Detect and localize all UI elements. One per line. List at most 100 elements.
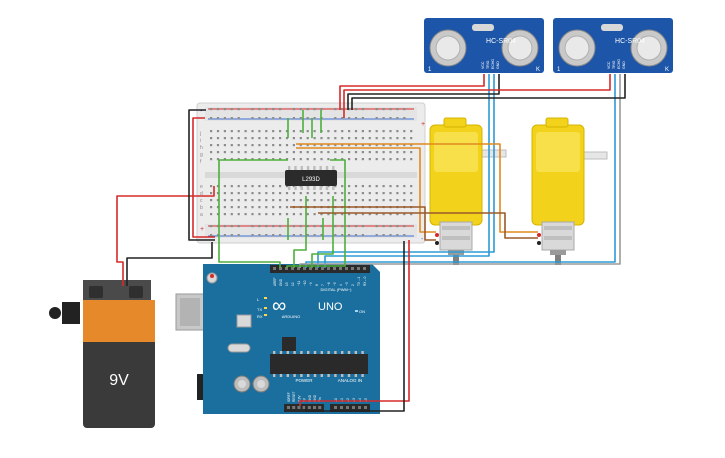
power-pin-label: GND: [308, 394, 312, 402]
wire-sensor2-gnd: [351, 74, 626, 110]
row-letters-top: j i h g f: [199, 131, 203, 165]
sensor-1-pin-trig: TRIG: [486, 60, 490, 69]
battery-9v[interactable]: 9V: [49, 280, 155, 428]
rx-led-label: RX: [257, 314, 263, 319]
digital-pin-label: ~3: [345, 282, 349, 286]
digital-pin-label: 2: [351, 284, 355, 286]
digital-pin-label: 13: [285, 282, 289, 286]
arduino-brand: ARDUINO: [282, 314, 300, 319]
row-letter-a: a: [200, 212, 203, 218]
analog-pin-label: A2: [346, 398, 350, 402]
wire-motor-left-neg: [290, 206, 436, 241]
wire-arduino-5v: [299, 240, 410, 406]
digital-pin-label: 7: [321, 284, 325, 286]
digital-header-holes: [273, 267, 366, 270]
sensor-1-corner-right: K: [536, 67, 540, 73]
sensor-2-label: HC-SR04: [615, 38, 645, 45]
power-pin-label: RESET: [292, 391, 296, 402]
digital-pin-label: AREF: [273, 277, 277, 286]
wire-sensor2-vcc: [343, 74, 611, 118]
on-led-label: ON: [359, 309, 365, 314]
digital-pin-label: 12: [291, 282, 295, 286]
sensor-1-pin-vcc: VCC: [481, 61, 485, 69]
wire-battery-positive: [116, 186, 215, 286]
row-letter-e: e: [200, 184, 203, 190]
arduino-model: UNO: [318, 301, 343, 313]
wire-battery-negative: [126, 242, 213, 286]
row-letters-bottom: e d c b a: [200, 184, 203, 218]
wire-rail-jumper-red: [192, 117, 215, 238]
digital-pin-label: ~9: [309, 282, 313, 286]
analog-pin-label: A4: [358, 398, 362, 402]
digital-pin-label: 4: [339, 284, 343, 286]
digital-pin-label: 8: [315, 284, 319, 286]
power-pin-label: GND: [313, 394, 317, 402]
wire-sensor2-trig: [305, 74, 616, 268]
wire-sensor1-vcc: [339, 74, 485, 110]
sensor-1-pin-gnd: GND: [496, 61, 500, 69]
sensor-2-corner-left: 1: [557, 67, 561, 73]
wire-motor-left-pos: [296, 147, 436, 233]
sensor-1-label: HC-SR04: [486, 38, 516, 45]
sensor-1-corner-left: 1: [428, 67, 432, 73]
rail-plus-bottom: +: [200, 226, 204, 233]
power-header-holes: [287, 406, 367, 409]
wire-motor-right-neg: [318, 212, 538, 239]
arduino-logo-icon: ∞: [272, 295, 286, 317]
tx-led-label: TX: [257, 307, 262, 312]
digital-pin-label: ~6: [327, 282, 331, 286]
sensor-2-pin-echo: ECHO: [617, 59, 621, 69]
digital-pin-label: RX←0: [363, 276, 367, 286]
power-pin-label: 3.3V: [297, 395, 301, 402]
analog-pin-label: A0: [334, 398, 338, 402]
analog-pin-label: A5: [364, 398, 368, 402]
ultrasonic-sensor-2[interactable]: HC-SR04 1 K VCC TRIG ECHO GND: [553, 18, 673, 73]
wire-green-input-1: [218, 159, 288, 268]
sensor-2-pin-gnd: GND: [622, 61, 626, 69]
wire-rail-jumper-black: [188, 109, 215, 241]
l-led-label: L: [257, 297, 260, 302]
row-letter-b: b: [200, 205, 203, 211]
wire-green-input-3: [293, 196, 307, 268]
rail-minus-top: -: [200, 108, 203, 115]
sensor-2-pin-labels: VCC TRIG ECHO GND: [607, 59, 626, 69]
power-pin-label: IOREF: [287, 392, 291, 402]
row-letter-c: c: [200, 198, 203, 204]
row-letter-g: g: [200, 152, 203, 158]
power-pin-label: Vin: [318, 397, 322, 402]
breadboard-holes: [210, 108, 413, 237]
l293d-driver-chip[interactable]: L293D: [285, 166, 337, 190]
battery-label: 9V: [109, 372, 129, 389]
wires: [116, 74, 626, 412]
digital-header-label: DIGITAL (PWM~): [321, 287, 353, 292]
dc-gear-motor-right[interactable]: [531, 117, 608, 265]
power-pin-label: 5V: [303, 397, 307, 402]
sensor-2-pin-vcc: VCC: [607, 61, 611, 69]
sensor-2-pin-trig: TRIG: [612, 60, 616, 69]
digital-pin-label: ~10: [303, 280, 307, 286]
analog-pin-label: A1: [340, 398, 344, 402]
digital-pin-label: ~5: [333, 282, 337, 286]
ultrasonic-sensor-1[interactable]: HC-SR04 1 K VCC TRIG ECHO GND: [424, 18, 544, 73]
digital-pin-label: TX→1: [357, 277, 361, 286]
wire-green-input-2: [286, 159, 346, 268]
rail-plus-top: +: [421, 121, 425, 128]
wire-sensor1-echo: [317, 74, 495, 268]
row-letter-j: j: [199, 131, 201, 137]
atmega-chip: [270, 351, 368, 377]
wire-motor-right-pos: [296, 143, 538, 233]
dc-gear-motor-left[interactable]: [429, 117, 507, 265]
sensor-1-pin-labels: VCC TRIG ECHO GND: [481, 59, 500, 69]
sensor-2-corner-right: K: [665, 67, 669, 73]
chip-label: L293D: [302, 177, 320, 183]
row-letter-h: h: [200, 145, 203, 151]
analog-header-label: ANALOG IN: [338, 378, 363, 383]
analog-pin-label: A3: [352, 398, 356, 402]
sensor-1-pin-echo: ECHO: [491, 59, 495, 69]
wire-green-input-4: [311, 196, 334, 268]
